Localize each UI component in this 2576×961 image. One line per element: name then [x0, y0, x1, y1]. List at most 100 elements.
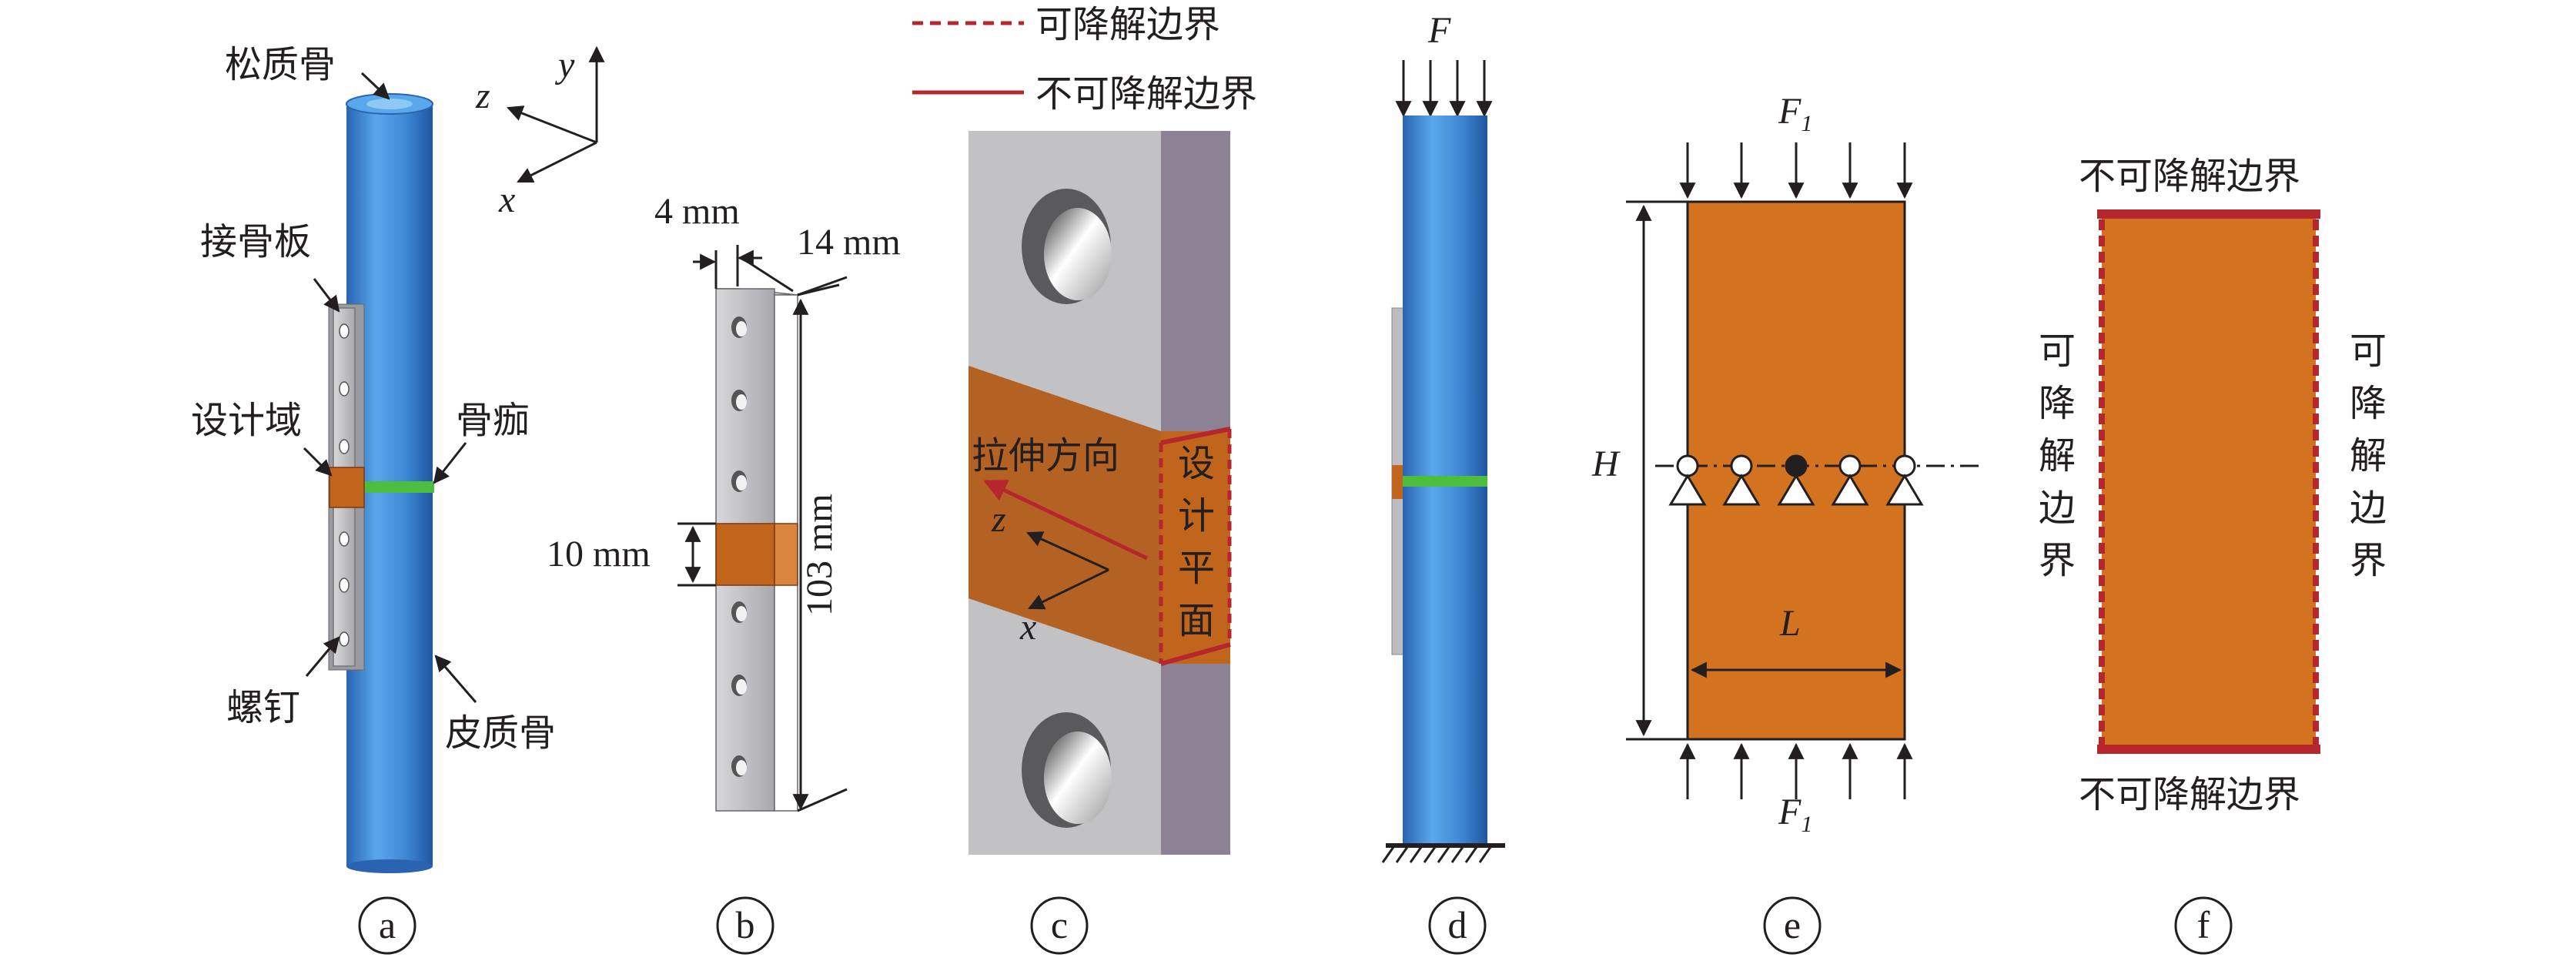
- panel-e-label: e: [1784, 903, 1801, 946]
- panel-e-marker: [1763, 896, 1822, 955]
- panel-e: F1 F1 H L e: [1591, 91, 1982, 955]
- panel-f-label: f: [2197, 903, 2210, 946]
- leader-design-domain: [303, 447, 333, 477]
- axis-x-label: x: [498, 179, 515, 220]
- callus-ring: [362, 481, 434, 493]
- plate-hole-inner: [736, 394, 747, 410]
- bottom-force-label: F1: [1778, 792, 1812, 837]
- axis-y-label: y: [554, 45, 575, 85]
- right-side-char-4: 边: [2350, 487, 2387, 530]
- leader-screw: [305, 636, 340, 677]
- legend-degradable: 可降解边界: [1035, 3, 1220, 46]
- dim-thickness: 4 mm: [654, 191, 740, 232]
- panel-c-label: c: [1051, 903, 1068, 946]
- left-side-label: 可 降 解 边 界: [2039, 330, 2076, 582]
- label-design-domain: 设计域: [191, 399, 302, 442]
- local-axis-x-label: x: [1019, 607, 1036, 648]
- plate-hole-inner: [736, 679, 747, 695]
- axis-z-label: z: [475, 75, 490, 116]
- plate-hole: [339, 631, 350, 647]
- support-pin: [1785, 454, 1808, 477]
- plate-hole-inner: [736, 321, 747, 337]
- plate-screw-holes: [339, 323, 350, 647]
- left-side-char-2: 降: [2039, 382, 2076, 425]
- top-force-label: F1: [1778, 91, 1812, 136]
- panel-d: F d: [1381, 10, 1505, 955]
- panel-a: y z x 松质骨 接骨板 设计域 骨痂 螺钉 皮质骨 a: [191, 43, 605, 955]
- panel-a-marker: [358, 896, 417, 955]
- zoom-design-domain: [969, 366, 1161, 664]
- hatch-line: [1395, 846, 1409, 863]
- dim-length-ext-bottom: [797, 788, 848, 812]
- bottom-force-arrows: [1679, 742, 1913, 799]
- force-label-d: F: [1427, 10, 1451, 51]
- panel-b-marker: [716, 896, 774, 955]
- dim-width-line: [744, 259, 794, 293]
- boundary-domain: [2102, 213, 2316, 750]
- hatch-line: [1450, 846, 1464, 863]
- support-pin: [1730, 454, 1753, 477]
- hatch-line: [1437, 846, 1450, 863]
- plate-hole-inner: [736, 475, 747, 491]
- label-bone-plate: 接骨板: [200, 220, 311, 263]
- local-axis-z: [1026, 531, 1109, 571]
- panel-b: 4 mm 14 mm 103 mm 10 mm b: [547, 191, 901, 955]
- panel-f-marker: [2174, 896, 2233, 955]
- dim-h-label: H: [1591, 444, 1621, 484]
- panel-d-marker: [1428, 896, 1487, 955]
- support-triangle: [1831, 474, 1869, 506]
- plate-hole: [339, 381, 350, 397]
- right-side-char-5: 界: [2350, 539, 2387, 582]
- left-side-char-5: 界: [2039, 539, 2076, 582]
- fixed-support-hatch: [1381, 846, 1492, 863]
- right-side-label: 可 降 解 边 界: [2350, 330, 2387, 582]
- hatch-line: [1409, 846, 1423, 863]
- local-axis-z-label: z: [991, 499, 1006, 540]
- bone-bottom-cap: [346, 859, 433, 873]
- plate-hole: [339, 531, 350, 547]
- plate-design-domain: [715, 523, 775, 586]
- support-triangle: [1777, 474, 1815, 506]
- leader-cancellous: [360, 72, 390, 100]
- panel-f: 不可降解边界 不可降解边界 可 降 解 边 界 可 降 解 边 界 f: [2039, 155, 2387, 955]
- design-plane-char-4: 面: [1178, 599, 1215, 642]
- panel-a-label: a: [379, 903, 396, 946]
- plate-hole: [339, 323, 350, 339]
- support-triangle: [1885, 474, 1924, 506]
- label-screw: 螺钉: [226, 686, 300, 729]
- roller-supports: [1668, 454, 1924, 506]
- hatch-line: [1478, 846, 1492, 863]
- plate-design-domain-side: [774, 523, 798, 586]
- label-tension-direction: 拉伸方向: [972, 434, 1119, 477]
- support-pin: [1676, 454, 1699, 477]
- zoom-design-plane: [1161, 431, 1230, 664]
- axis-x-arrow: [517, 141, 597, 183]
- panel-c: 可降解边界 不可降解边界 拉伸方向 z x 设 计 平 面 c: [912, 3, 1257, 955]
- plate-hole-inner: [736, 760, 747, 775]
- design-plane-char-1: 设: [1178, 442, 1215, 485]
- dim-domain-height: 10 mm: [547, 534, 651, 574]
- support-triangle: [1722, 474, 1761, 506]
- plate-b-screw-holes: [731, 316, 747, 777]
- leader-callus: [433, 442, 467, 484]
- label-cancellous-bone: 松质骨: [225, 43, 336, 86]
- support-pin: [1838, 454, 1862, 477]
- zoom-hole-bottom-inner: [1044, 732, 1112, 824]
- dim-l-label: L: [1779, 603, 1801, 644]
- design-plane-char-2: 计: [1178, 494, 1215, 537]
- panel-b-label: b: [736, 903, 755, 946]
- left-side-char-1: 可: [2039, 330, 2076, 373]
- side-callus: [1403, 476, 1487, 487]
- dim-length: 103 mm: [799, 494, 840, 616]
- leader-plate: [313, 278, 340, 313]
- dim-width: 14 mm: [797, 222, 901, 263]
- plate-hole: [339, 578, 350, 593]
- label-top-boundary: 不可降解边界: [2079, 155, 2300, 198]
- dim-length-ext-top: [797, 283, 840, 296]
- label-bottom-boundary: 不可降解边界: [2079, 773, 2300, 816]
- plate-hole: [339, 439, 350, 454]
- tension-arrow: [983, 479, 1149, 561]
- leader-cortical: [434, 655, 477, 703]
- local-axis-x: [1028, 568, 1109, 610]
- plane-top-boundary: [1160, 427, 1231, 445]
